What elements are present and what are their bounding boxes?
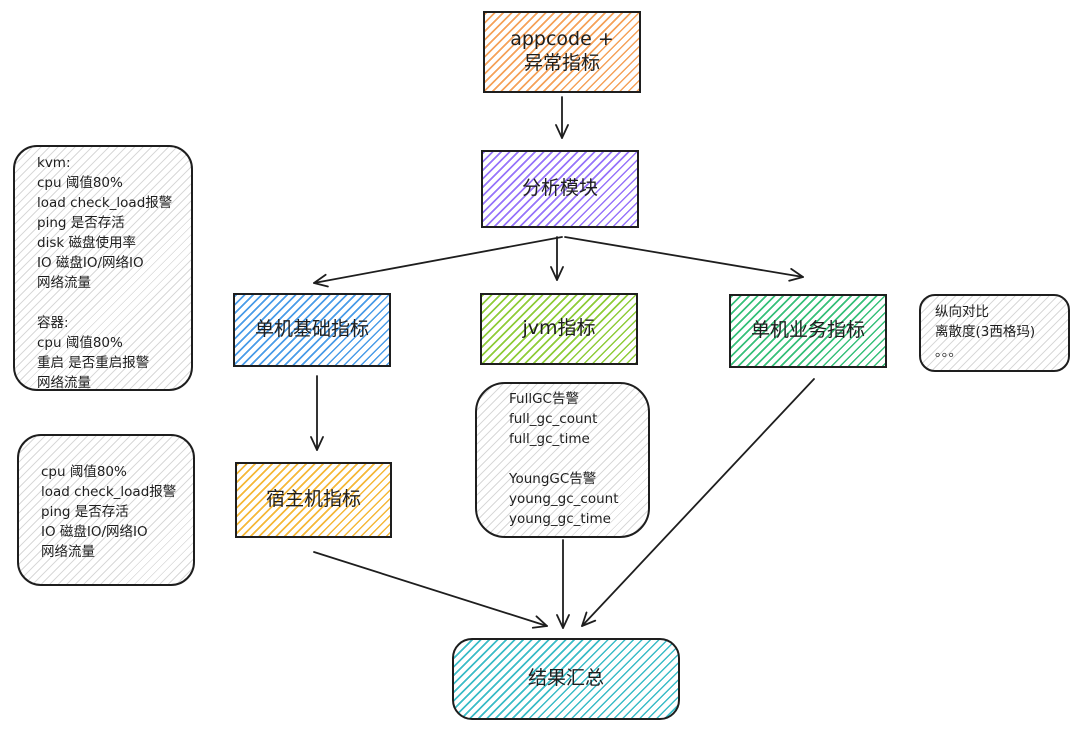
note-line [509, 449, 638, 469]
node-jvm-label: jvm指标 [522, 317, 596, 340]
node-appcode-line1: appcode + [510, 28, 614, 51]
note-line: cpu 阈值80% [37, 175, 123, 191]
node-result-summary[interactable]: 结果汇总 [452, 638, 680, 720]
arrow-analysis-to-machine-basic [313, 236, 563, 288]
note-line: full_gc_count [509, 411, 598, 427]
note-line: load check_load报警 [41, 484, 177, 500]
note-line: FullGC告警 [509, 391, 579, 407]
node-machine-basic-label: 单机基础指标 [254, 318, 369, 341]
note-line: kvm: [37, 155, 71, 171]
node-analysis-label: 分析模块 [521, 177, 598, 200]
note-line: load check_load报警 [37, 195, 173, 211]
node-machine-basic-metrics[interactable]: 单机基础指标 [233, 293, 391, 367]
note-line: 。。。 [935, 344, 962, 360]
note-jvm-gc-metrics: FullGC告警 full_gc_count full_gc_time Youn… [475, 382, 650, 538]
note-line: 网络流量 [41, 544, 95, 560]
arrow-analysis-to-machine-business [564, 236, 804, 282]
node-appcode-source[interactable]: appcode + 异常指标 [483, 11, 641, 93]
node-analysis-module[interactable]: 分析模块 [481, 150, 639, 228]
note-business-metrics: 纵向对比 离散度(3西格玛) 。。。 [919, 294, 1070, 372]
note-line: cpu 阈值80% [41, 464, 127, 480]
note-line: ping 是否存活 [41, 504, 129, 520]
node-machine-business-metrics[interactable]: 单机业务指标 [729, 294, 887, 368]
note-line: young_gc_count [509, 491, 619, 507]
node-appcode-line2: 异常指标 [523, 52, 600, 74]
node-result-label: 结果汇总 [527, 667, 604, 690]
note-line: YoungGC告警 [509, 471, 597, 487]
note-line: 离散度(3西格玛) [935, 324, 1036, 340]
note-line: 纵向对比 [935, 304, 989, 320]
note-line: full_gc_time [509, 431, 590, 447]
note-line: ping 是否存活 [37, 215, 125, 231]
arrow-host-to-result [313, 551, 548, 629]
note-line: disk 磁盘使用率 [37, 235, 136, 251]
note-kvm-container-metrics: kvm: cpu 阈值80% load check_load报警 ping 是否… [13, 145, 193, 391]
arrow-machine-business-to-result [581, 378, 815, 627]
node-machine-business-label: 单机业务指标 [750, 319, 865, 342]
note-line: IO 磁盘IO/网络IO [37, 255, 144, 271]
node-host-metrics[interactable]: 宿主机指标 [235, 462, 392, 538]
note-line [37, 293, 181, 313]
note-line: 网络流量 [37, 375, 91, 391]
node-jvm-metrics[interactable]: jvm指标 [480, 293, 638, 365]
note-line: 重启 是否重启报警 [37, 355, 150, 371]
note-line: young_gc_time [509, 511, 611, 527]
note-host-metrics: cpu 阈值80% load check_load报警 ping 是否存活 IO… [17, 434, 195, 586]
note-line: 容器: [37, 315, 69, 331]
note-line: 网络流量 [37, 275, 91, 291]
note-line: IO 磁盘IO/网络IO [41, 524, 148, 540]
node-host-label: 宿主机指标 [265, 488, 361, 511]
note-line: cpu 阈值80% [37, 335, 123, 351]
